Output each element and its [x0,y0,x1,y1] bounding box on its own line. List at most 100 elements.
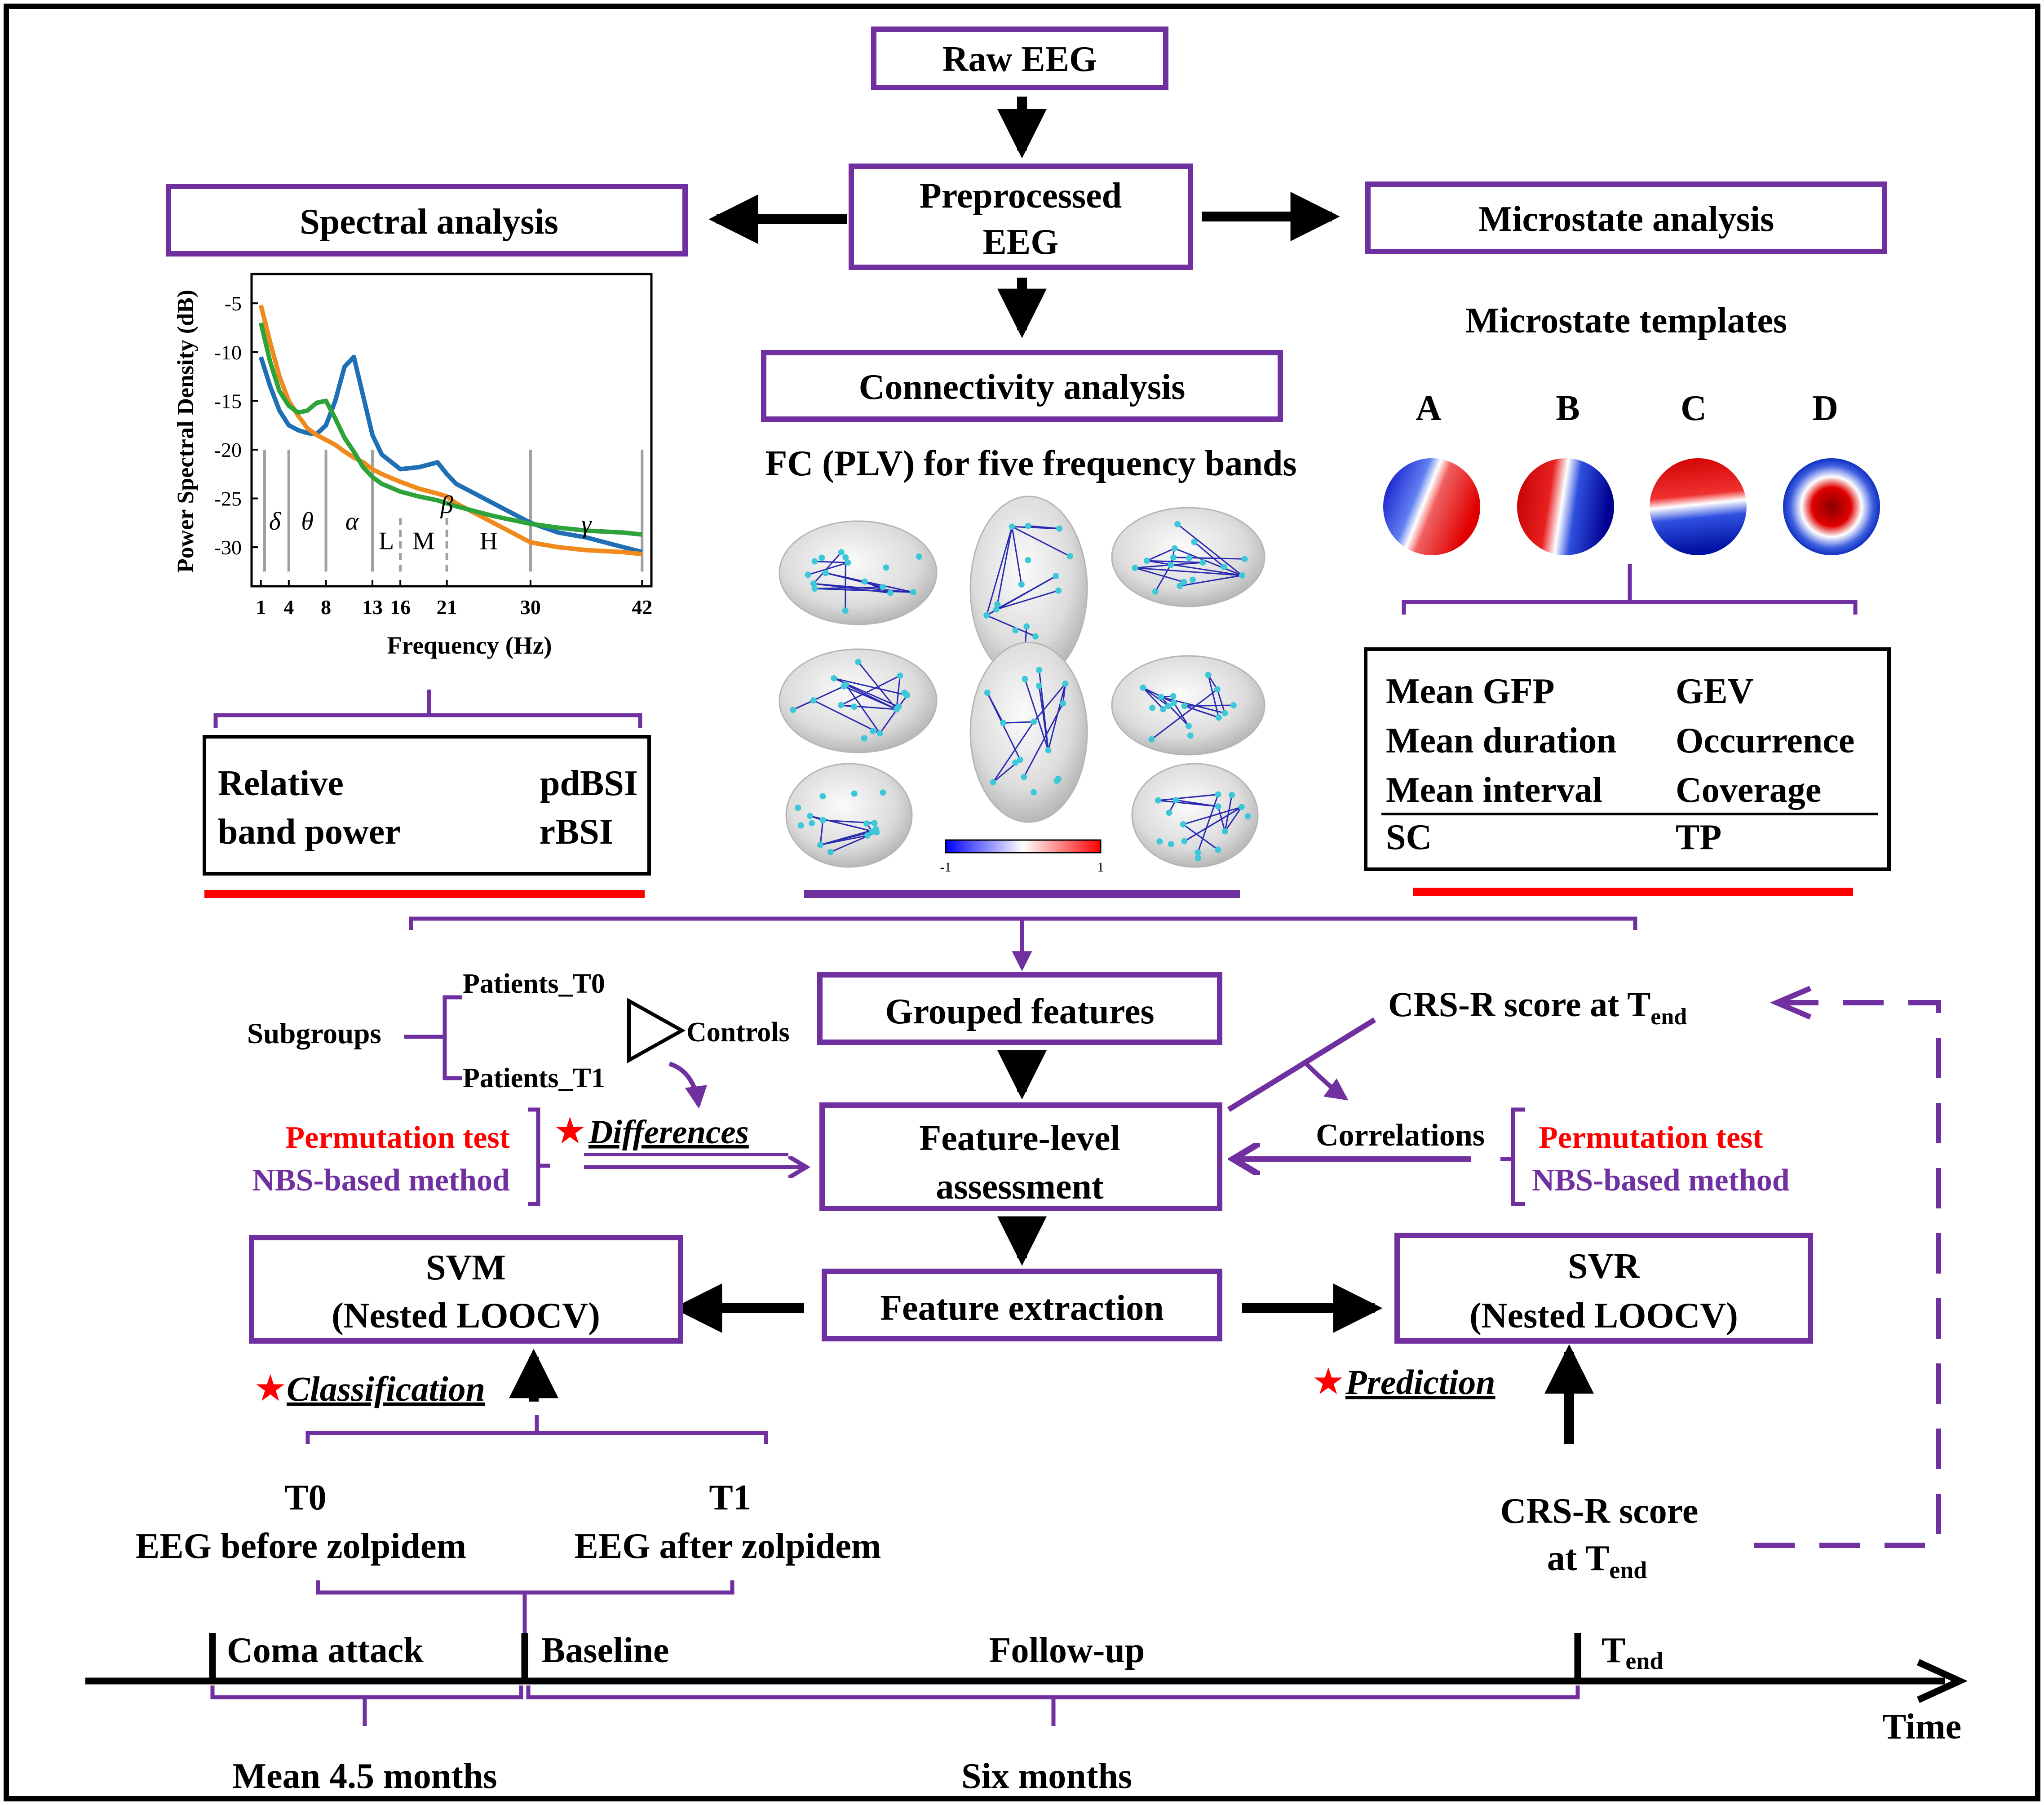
permutation-test-right: Permutation test [1539,1120,1763,1155]
eeg-to-baseline-bracket [316,1580,734,1633]
y-ticks: -5 -10 -15 -20 -25 -30 [214,292,258,559]
band-label-2: α [345,508,359,535]
template-label-a: A [1416,389,1442,428]
ms-feature-occurrence: Occurrence [1676,721,1854,761]
y-tick-label-5: -30 [214,536,242,559]
assessment-label-2: assessment [936,1167,1104,1207]
x-tick-label-7: 42 [632,596,652,619]
grouped-features-label: Grouped features [885,992,1154,1031]
ms-feature-mean-gfp: Mean GFP [1386,672,1554,711]
template-map-d [1783,458,1880,555]
pdbsi-label: pdBSI [540,764,638,803]
spectral-analysis-box [166,184,688,257]
raw-eeg-box [871,27,1168,90]
template-label-b: B [1556,389,1579,428]
y-tick-label-1: -10 [214,341,242,364]
x-tick-label-3: 13 [362,596,383,619]
x-tick-label-4: 16 [390,596,411,619]
brain-lateral-right-1 [1111,507,1265,607]
brain-top-2 [969,641,1088,823]
controls-label: Controls [686,1017,790,1048]
x-axis-label: Frequency (Hz) [387,632,552,659]
y-tick-label-3: -20 [214,438,242,461]
y-tick-label-0: -5 [225,292,242,315]
band-label-1: θ [301,508,314,535]
subgroups-label: Subgroups [247,1018,381,1050]
brain-connectivity-maps [779,495,1265,868]
colorbar-min: -1 [940,860,951,875]
patients-t1-label: Patients_T1 [463,1063,605,1093]
coma-attack-label: Coma attack [227,1631,424,1670]
series-line-1 [258,305,642,557]
preprocessed-label-2: EEG [983,222,1059,262]
band-label-6: M [412,527,435,555]
svr-label-2: (Nested LOOCV) [1469,1296,1738,1336]
brain-top-1 [969,495,1088,681]
comparison-triangle [627,998,686,1063]
feature-level-assessment-box [819,1102,1222,1211]
eeg-times-bracket [305,1415,768,1444]
crsr-top-label: CRS-R score at Tend [1388,985,1687,1030]
colorbar [945,839,1102,854]
raw-eeg-label: Raw EEG [942,40,1097,79]
microstate-analysis-label: Microstate analysis [1478,199,1774,239]
brain-lateral-left-1 [779,520,938,625]
ms-feature-mean-duration: Mean duration [1386,721,1616,761]
star-icon-differences: ★ [553,1110,587,1151]
x-tick-label-0: 1 [256,596,266,619]
nbs-method-right: NBS-based method [1532,1163,1790,1198]
y-tick-label-2: -15 [214,389,242,412]
brain-lateral-left-2 [779,648,938,753]
brain-lateral-right-2 [1111,655,1265,756]
y-axis-label: Power Spectral Density (dB) [173,290,199,573]
y-tick-label-4: -25 [214,487,242,510]
follow-up-label: Follow-up [989,1631,1145,1670]
connectivity-analysis-box [761,350,1283,422]
connectivity-analysis-label: Connectivity analysis [859,367,1186,407]
template-label-d: D [1812,389,1838,428]
crsr-bottom-line1: CRS-R score [1500,1491,1699,1531]
star-icon-prediction: ★ [1312,1361,1345,1402]
ms-feature-sc: SC [1386,818,1432,857]
preprocessed-label-1: Preprocessed [920,176,1122,216]
band-label-3: β [440,491,453,519]
microstate-features-box [1364,647,1891,871]
svm-box [249,1235,683,1344]
time-label: Time [1882,1707,1961,1747]
dashed-feedback-line [1754,1000,1941,1548]
series-lines [258,305,643,557]
spectral-features-box [203,735,651,876]
ms-feature-mean-interval: Mean interval [1386,770,1602,810]
six-months-label: Six months [961,1756,1132,1796]
stats-bracket-right [1500,1107,1525,1206]
arrow-subgroups-to-differences [668,1062,708,1109]
crsr-bottom-line2: at Tend [1547,1539,1647,1584]
assessment-label-1: Feature-level [919,1119,1120,1158]
series-line-0 [258,354,643,554]
relative-label: Relative [218,764,344,803]
ms-feature-coverage: Coverage [1676,770,1821,810]
template-map-c [1650,458,1747,555]
microstate-analysis-box [1365,181,1887,254]
mean-months-label: Mean 4.5 months [233,1756,497,1796]
brain-frontal-2 [1131,763,1259,868]
band-label-4: γ [581,511,592,539]
nbs-method-left: NBS-based method [252,1163,510,1198]
permutation-test-left: Permutation test [285,1120,510,1155]
series-line-2 [258,322,642,537]
t1-label: T1 [709,1478,751,1517]
preprocessed-eeg-box [849,164,1193,270]
spectral-bracket [213,690,642,728]
x-tick-label-5: 21 [437,596,457,619]
tend-label: Tend [1602,1631,1663,1674]
baseline-label: Baseline [541,1631,669,1670]
spectral-analysis-label: Spectral analysis [300,202,558,242]
band-label-0: δ [269,508,281,535]
band-power-label: band power [218,812,401,852]
x-tick-label-6: 30 [520,596,541,619]
followup-bracket [526,1686,1580,1726]
svm-label-2: (Nested LOOCV) [332,1296,600,1336]
t0-label: T0 [284,1478,326,1517]
differences-label: Differences [588,1114,749,1151]
prediction-label: Prediction [1345,1363,1495,1402]
